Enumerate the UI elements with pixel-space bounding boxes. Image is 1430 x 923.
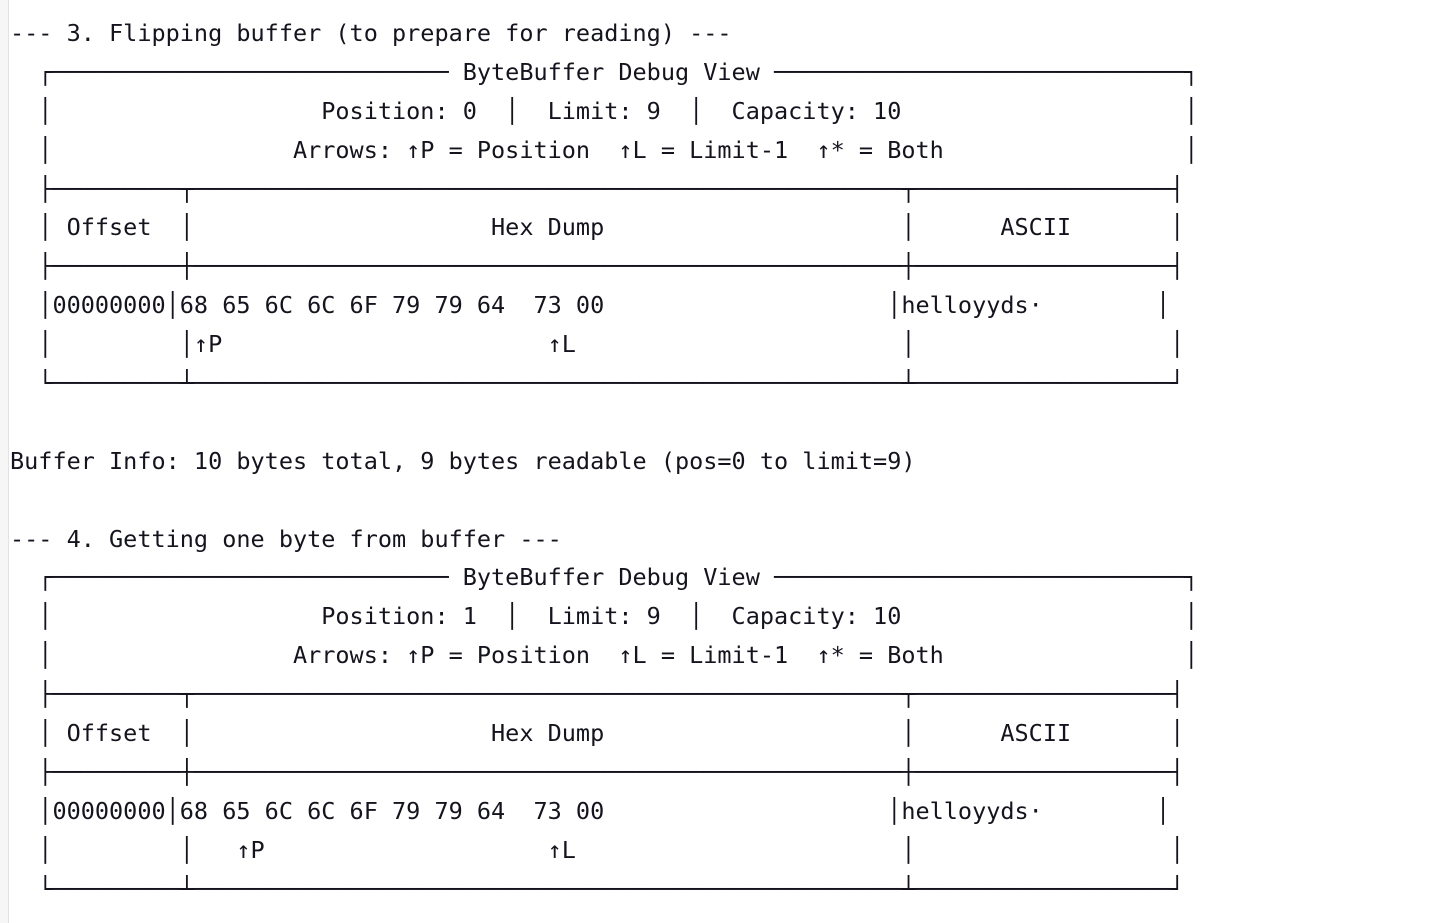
debug-view-header-separator-top-section-3: ├─────────┬─────────────────────────────… — [10, 174, 1185, 203]
debug-view-column-headers-section-4: │ Offset │ Hex Dump │ ASCII │ — [10, 719, 1185, 748]
debug-view-status-line-section-4: │ Position: 1 │ Limit: 9 │ Capacity: 10 … — [10, 602, 1199, 631]
debug-view-header-separator-bottom-section-3: ├─────────┼─────────────────────────────… — [10, 252, 1185, 281]
debug-view-top-border-section-4: ┌──────────────────────────── ByteBuffer… — [10, 563, 1199, 592]
debug-view-column-headers-section-3: │ Offset │ Hex Dump │ ASCII │ — [10, 213, 1185, 242]
section-heading-section-4: --- 4. Getting one byte from buffer --- — [10, 524, 562, 553]
debug-view-status-line-section-3: │ Position: 0 │ Limit: 9 │ Capacity: 10 … — [10, 96, 1199, 125]
debug-view-header-separator-bottom-section-4: ├─────────┼─────────────────────────────… — [10, 757, 1185, 786]
console-output-area[interactable]: --- 3. Flipping buffer (to prepare for r… — [10, 0, 1430, 923]
section-heading-section-3: --- 3. Flipping buffer (to prepare for r… — [10, 19, 732, 47]
spacer-line — [10, 403, 1430, 442]
debug-view-bottom-border-section-4: └─────────┴─────────────────────────────… — [10, 874, 1185, 903]
debug-view-top-border-section-3: ┌──────────────────────────── ByteBuffer… — [10, 57, 1199, 86]
debug-view-data-row-section-4: │00000000│68 65 6C 6C 6F 79 79 64 73 00 … — [10, 796, 1171, 825]
debug-view-arrow-row-section-3: │ │↑P ↑L │ │ — [10, 330, 1185, 359]
left-gutter — [0, 0, 9, 923]
debug-view-arrow-row-section-4: │ │ ↑P ↑L │ │ — [10, 835, 1185, 864]
debug-view-data-row-section-3: │00000000│68 65 6C 6C 6F 79 79 64 73 00 … — [10, 291, 1171, 320]
debug-view-arrows-legend-section-3: │ Arrows: ↑P = Position ↑L = Limit-1 ↑* … — [10, 135, 1199, 164]
debug-view-bottom-border-section-3: └─────────┴─────────────────────────────… — [10, 369, 1185, 398]
console-line-list: --- 3. Flipping buffer (to prepare for r… — [10, 14, 1430, 908]
spacer-line — [10, 481, 1430, 520]
debug-view-arrows-legend-section-4: │ Arrows: ↑P = Position ↑L = Limit-1 ↑* … — [10, 641, 1199, 670]
debug-view-header-separator-top-section-4: ├─────────┬─────────────────────────────… — [10, 680, 1185, 709]
buffer-info-line-section-3: Buffer Info: 10 bytes total, 9 bytes rea… — [10, 446, 916, 475]
